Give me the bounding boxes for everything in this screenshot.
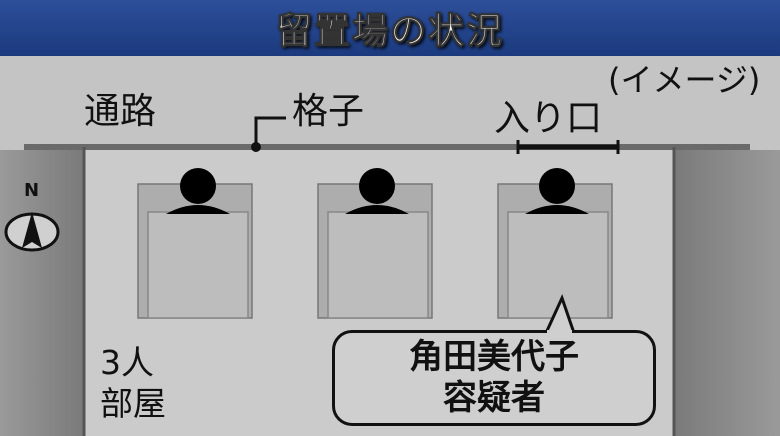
- person-3-shoulders: [525, 205, 589, 214]
- title-bar: 留置場の状況: [0, 0, 780, 56]
- person-2-head: [359, 168, 395, 204]
- suspect-role: 容疑者: [443, 378, 545, 418]
- grille-label: 格子: [292, 91, 365, 132]
- grille-leader-line: [254, 116, 286, 147]
- bed-1: [137, 168, 253, 319]
- diagram-title: 留置場の状況: [275, 11, 504, 53]
- person-1-head: [180, 168, 216, 204]
- grille-leader-dot: [251, 142, 261, 152]
- compass-icon: [4, 212, 60, 252]
- image-note: (イメージ): [608, 61, 761, 99]
- room-label-line1: 3人: [100, 343, 154, 382]
- room-label: 3人 部屋: [100, 342, 166, 425]
- suspect-callout: 角田美代子 容疑者: [332, 330, 656, 426]
- bed-3: [497, 168, 613, 319]
- suspect-name: 角田美代子: [409, 337, 579, 378]
- suspect-callout-pointer: [544, 293, 576, 334]
- left-wall: [0, 150, 84, 436]
- room-label-line2: 部屋: [100, 384, 166, 424]
- right-wall: [674, 150, 780, 436]
- entrance-label: 入り口: [494, 98, 603, 139]
- callout-seam: [547, 330, 572, 334]
- person-3-head: [539, 168, 575, 204]
- aisle-label: 通路: [84, 91, 157, 132]
- person-2-shoulders: [345, 205, 409, 214]
- person-1-shoulders: [166, 205, 230, 214]
- bed-2: [317, 168, 433, 319]
- compass-letter: N: [24, 180, 40, 201]
